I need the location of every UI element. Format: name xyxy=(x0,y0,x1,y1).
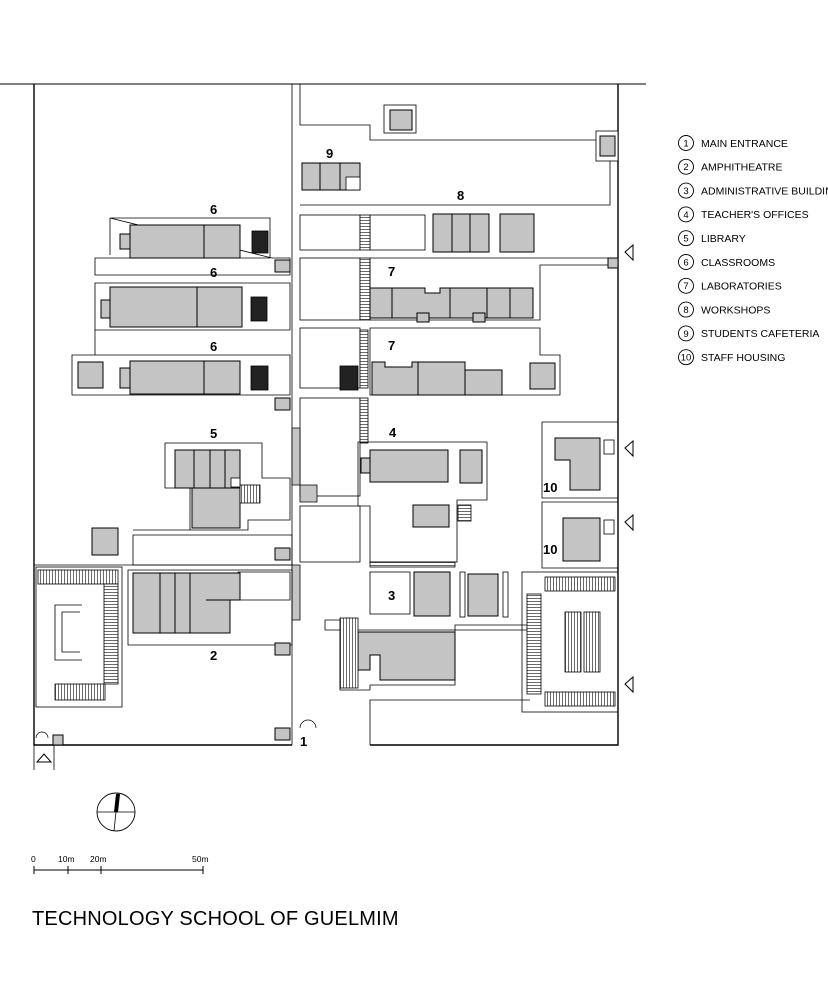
label-labs-a: 7 xyxy=(388,264,395,279)
north-arrow xyxy=(96,792,136,832)
legend-label: LIBRARY xyxy=(701,233,746,245)
legend-item: 6 CLASSROOMS xyxy=(678,254,775,270)
legend-number-circle xyxy=(678,206,694,223)
label-entrance: 1 xyxy=(300,734,307,749)
classroom-block-2 xyxy=(94,282,291,331)
legend-number-circle xyxy=(678,301,694,318)
left-walkways xyxy=(91,527,293,601)
classroom-block-1 xyxy=(94,217,291,276)
scale-tick-20m: 20m xyxy=(90,854,107,864)
sports-court-right xyxy=(521,571,619,713)
legend-item: 1 MAIN ENTRANCE xyxy=(678,135,788,151)
label-classrooms-b: 6 xyxy=(210,265,217,280)
staff-housing-1 xyxy=(541,421,619,499)
legend-label: TEACHER'S OFFICES xyxy=(701,209,809,221)
scale-bar: 0 10m 20m 50m xyxy=(31,854,209,874)
legend-number-circle xyxy=(678,254,694,270)
amphitheatre-building xyxy=(127,569,293,741)
legend-number-circle xyxy=(678,325,694,342)
label-housing-a: 10 xyxy=(543,480,557,495)
scale-tick-10m: 10m xyxy=(58,854,75,864)
legend-item: 5 LIBRARY xyxy=(678,230,746,247)
legend-number: 10 xyxy=(681,353,692,364)
label-cafeteria: 9 xyxy=(326,146,333,161)
teachers-building xyxy=(357,441,488,563)
legend-label: WORKSHOPS xyxy=(701,304,770,316)
workshops-building xyxy=(432,213,535,253)
legend-number: 1 xyxy=(683,138,688,149)
legend-label: AMPHITHEATRE xyxy=(701,162,782,174)
lab-block-2 xyxy=(339,327,561,396)
sports-court-left xyxy=(35,566,123,708)
legend-number: 9 xyxy=(683,329,688,340)
legend-number: 8 xyxy=(683,305,688,316)
lab-block-1 xyxy=(369,257,619,323)
label-housing-b: 10 xyxy=(543,542,557,557)
label-library: 5 xyxy=(210,426,217,441)
legend-number-circle xyxy=(678,277,694,294)
drawing-title: TECHNOLOGY SCHOOL OF GUELMIM xyxy=(32,908,399,930)
legend-number-circle xyxy=(678,349,694,366)
legend-label: STUDENTS CAFETERIA xyxy=(701,328,819,340)
legend-number-circle xyxy=(678,158,694,175)
legend-number: 5 xyxy=(683,234,688,245)
legend-label: LABORATORIES xyxy=(701,281,782,293)
legend-item: 9 STUDENTS CAFETERIA xyxy=(678,325,819,342)
admin-buildings xyxy=(324,571,531,691)
legend-item: 10 STAFF HOUSING xyxy=(678,349,785,366)
entrance-markers xyxy=(33,243,634,770)
legend-number: 7 xyxy=(683,281,688,292)
legend-item: 7 LABORATORIES xyxy=(678,277,782,294)
legend-label: MAIN ENTRANCE xyxy=(701,138,788,150)
classroom-block-3 xyxy=(71,330,291,411)
legend-item: 4 TEACHER'S OFFICES xyxy=(678,206,809,223)
legend-label: STAFF HOUSING xyxy=(701,352,785,364)
label-workshops: 8 xyxy=(457,188,464,203)
label-admin: 3 xyxy=(388,588,395,603)
kiosk-top xyxy=(383,104,619,162)
label-classrooms-a: 6 xyxy=(210,202,217,217)
label-classrooms-c: 6 xyxy=(210,339,217,354)
legend: 1 MAIN ENTRANCE 2 AMPHITHEATRE 3 ADMINISTRATI… xyxy=(678,135,828,366)
legend-number: 4 xyxy=(683,210,688,221)
scale-tick-50m: 50m xyxy=(192,854,209,864)
legend-label: ADMINISTRATIVE BUILDINGS xyxy=(701,185,828,197)
label-labs-b: 7 xyxy=(388,338,395,353)
cafeteria-building xyxy=(301,162,361,191)
label-teachers: 4 xyxy=(389,425,397,440)
legend-item: 2 AMPHITHEATRE xyxy=(678,158,782,175)
legend-number: 3 xyxy=(683,186,688,197)
legend-number: 6 xyxy=(683,257,688,268)
staff-housing-2 xyxy=(541,501,619,569)
legend-label: CLASSROOMS xyxy=(701,257,775,269)
legend-number: 2 xyxy=(683,162,688,173)
label-amphi: 2 xyxy=(210,648,217,663)
legend-item: 3 ADMINISTRATIVE BUILDINGS xyxy=(678,182,828,199)
legend-number-circle xyxy=(678,230,694,247)
legend-item: 8 WORKSHOPS xyxy=(678,301,770,318)
legend-number-circle xyxy=(678,135,694,151)
scale-tick-0: 0 xyxy=(31,854,36,864)
legend-number-circle xyxy=(678,182,694,199)
library-building xyxy=(164,442,291,531)
